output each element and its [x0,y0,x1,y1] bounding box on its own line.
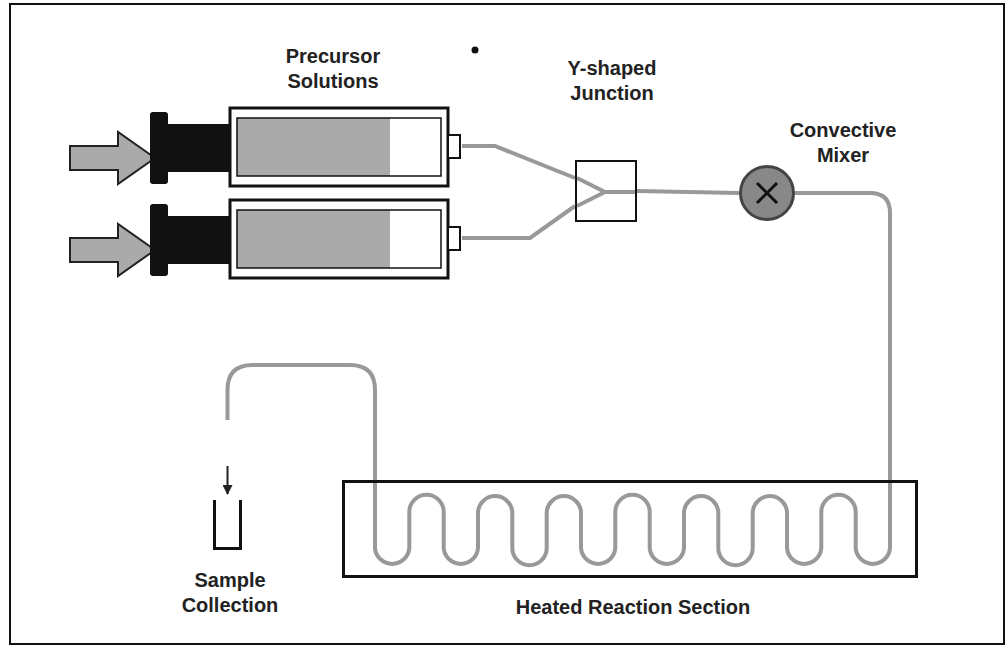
plunger-thumb [150,204,168,276]
syringe-tip [448,135,460,158]
syringe-barrel [230,108,448,186]
syringe-group: Precursor Solutions [150,40,462,285]
mixer-circle: Convective Mixer [739,165,795,221]
node-label: Y-shaped Junction [542,56,682,106]
syringe-barrel [230,200,448,278]
tubing-connector [462,206,575,238]
junction-box: Y-shaped Junction [575,160,637,222]
mixer-cross [742,168,792,218]
tubing-connector [462,146,575,178]
serpentine-channel [375,480,890,565]
node-label: Precursor Solutions [253,44,413,94]
plunger-rod [166,124,232,172]
push-arrow [70,224,155,276]
precursor-fill [237,210,390,268]
plunger-rod [166,216,232,264]
tubing-connector [795,193,890,480]
node-label: Convective Mixer [778,118,908,168]
syringe-tip [448,227,460,250]
syringe-pair [70,108,460,278]
collection-tube: Sample Collection [213,500,242,550]
barrel-inner [237,118,441,176]
dot [472,47,479,54]
heated-section-box: Heated Reaction Section [342,480,918,578]
frame [10,4,1004,644]
push-arrow [70,132,155,184]
plunger-thumb [150,112,168,184]
y-junction-channels [577,178,637,206]
tubing-connector [228,365,376,480]
flow-arrow [227,466,229,494]
node-label: Sample Collection [150,568,310,618]
node-label: Heated Reaction Section [345,595,921,620]
tubing-connector [637,191,739,193]
barrel-inner [237,210,441,268]
precursor-fill [237,118,390,176]
